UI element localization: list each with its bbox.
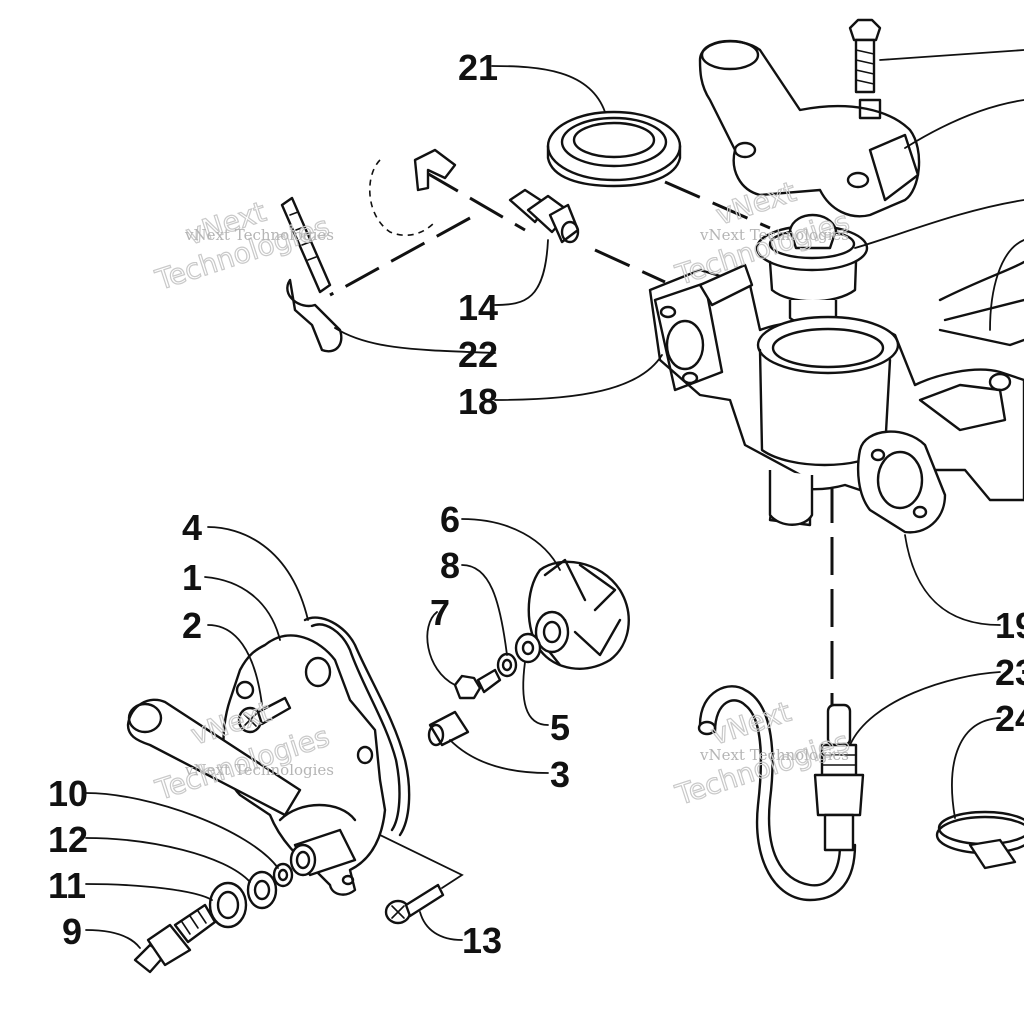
callout-labels: 21 14 22 18 4 1 2 6 8 7 5 3 19 23 24 10 … bbox=[48, 47, 1024, 961]
impeller-part bbox=[527, 558, 630, 670]
hose-elbow-part bbox=[413, 148, 457, 192]
callout-13: 13 bbox=[462, 920, 502, 961]
callout-18: 18 bbox=[458, 381, 498, 422]
outlet-flange-part bbox=[856, 430, 947, 534]
watermark-small: vNext Technologies bbox=[184, 226, 334, 244]
callout-6: 6 bbox=[440, 499, 460, 540]
bolt-part-7 bbox=[453, 668, 502, 700]
seal-ring-part bbox=[546, 110, 682, 188]
watermark-large-top: vNext bbox=[707, 695, 795, 752]
washer-part-11 bbox=[208, 881, 248, 929]
screw-part-2 bbox=[237, 696, 292, 734]
callout-4: 4 bbox=[182, 507, 202, 548]
hose-clamp-part bbox=[935, 810, 1024, 870]
washer-part-5 bbox=[514, 632, 542, 664]
housing-bolt-part bbox=[848, 18, 882, 94]
watermark-small: vNext Technologies bbox=[699, 746, 849, 764]
callout-23: 23 bbox=[995, 652, 1024, 693]
callout-5: 5 bbox=[550, 707, 570, 748]
bushing-part-3 bbox=[427, 710, 470, 747]
washer-part-10 bbox=[272, 862, 294, 888]
temperature-sensor-part bbox=[813, 703, 865, 852]
callout-8: 8 bbox=[440, 545, 460, 586]
callout-22: 22 bbox=[458, 334, 498, 375]
callout-19: 19 bbox=[995, 605, 1024, 646]
callout-14: 14 bbox=[458, 287, 498, 328]
pump-cover-part bbox=[222, 634, 387, 896]
outlet-nozzle-part bbox=[289, 828, 357, 877]
callout-21: 21 bbox=[458, 47, 498, 88]
drain-plug-part-9 bbox=[133, 903, 217, 974]
callout-3: 3 bbox=[550, 754, 570, 795]
callout-10: 10 bbox=[48, 773, 88, 814]
callout-1: 1 bbox=[182, 557, 202, 598]
hose-fitting-part bbox=[508, 188, 580, 244]
thermostat-housing-cover-part bbox=[698, 39, 921, 218]
callout-7: 7 bbox=[430, 592, 450, 633]
hose-part bbox=[697, 685, 857, 902]
washer-part-12 bbox=[246, 870, 278, 910]
callout-11: 11 bbox=[48, 865, 86, 906]
callout-2: 2 bbox=[182, 605, 202, 646]
screw-part-13 bbox=[379, 834, 464, 925]
callout-9: 9 bbox=[62, 911, 82, 952]
watermark-small: vNext Technologies bbox=[184, 761, 334, 779]
callout-12: 12 bbox=[48, 819, 88, 860]
inlet-pipe-part bbox=[126, 698, 302, 817]
washer-part-8 bbox=[496, 652, 518, 678]
callout-24: 24 bbox=[995, 698, 1024, 739]
watermark-small: vNext Technologies bbox=[699, 226, 849, 244]
leader-lines bbox=[85, 49, 1024, 949]
gasket-part-4 bbox=[303, 616, 411, 837]
alignment-lines bbox=[329, 159, 834, 705]
cable-tie-part bbox=[280, 196, 343, 353]
